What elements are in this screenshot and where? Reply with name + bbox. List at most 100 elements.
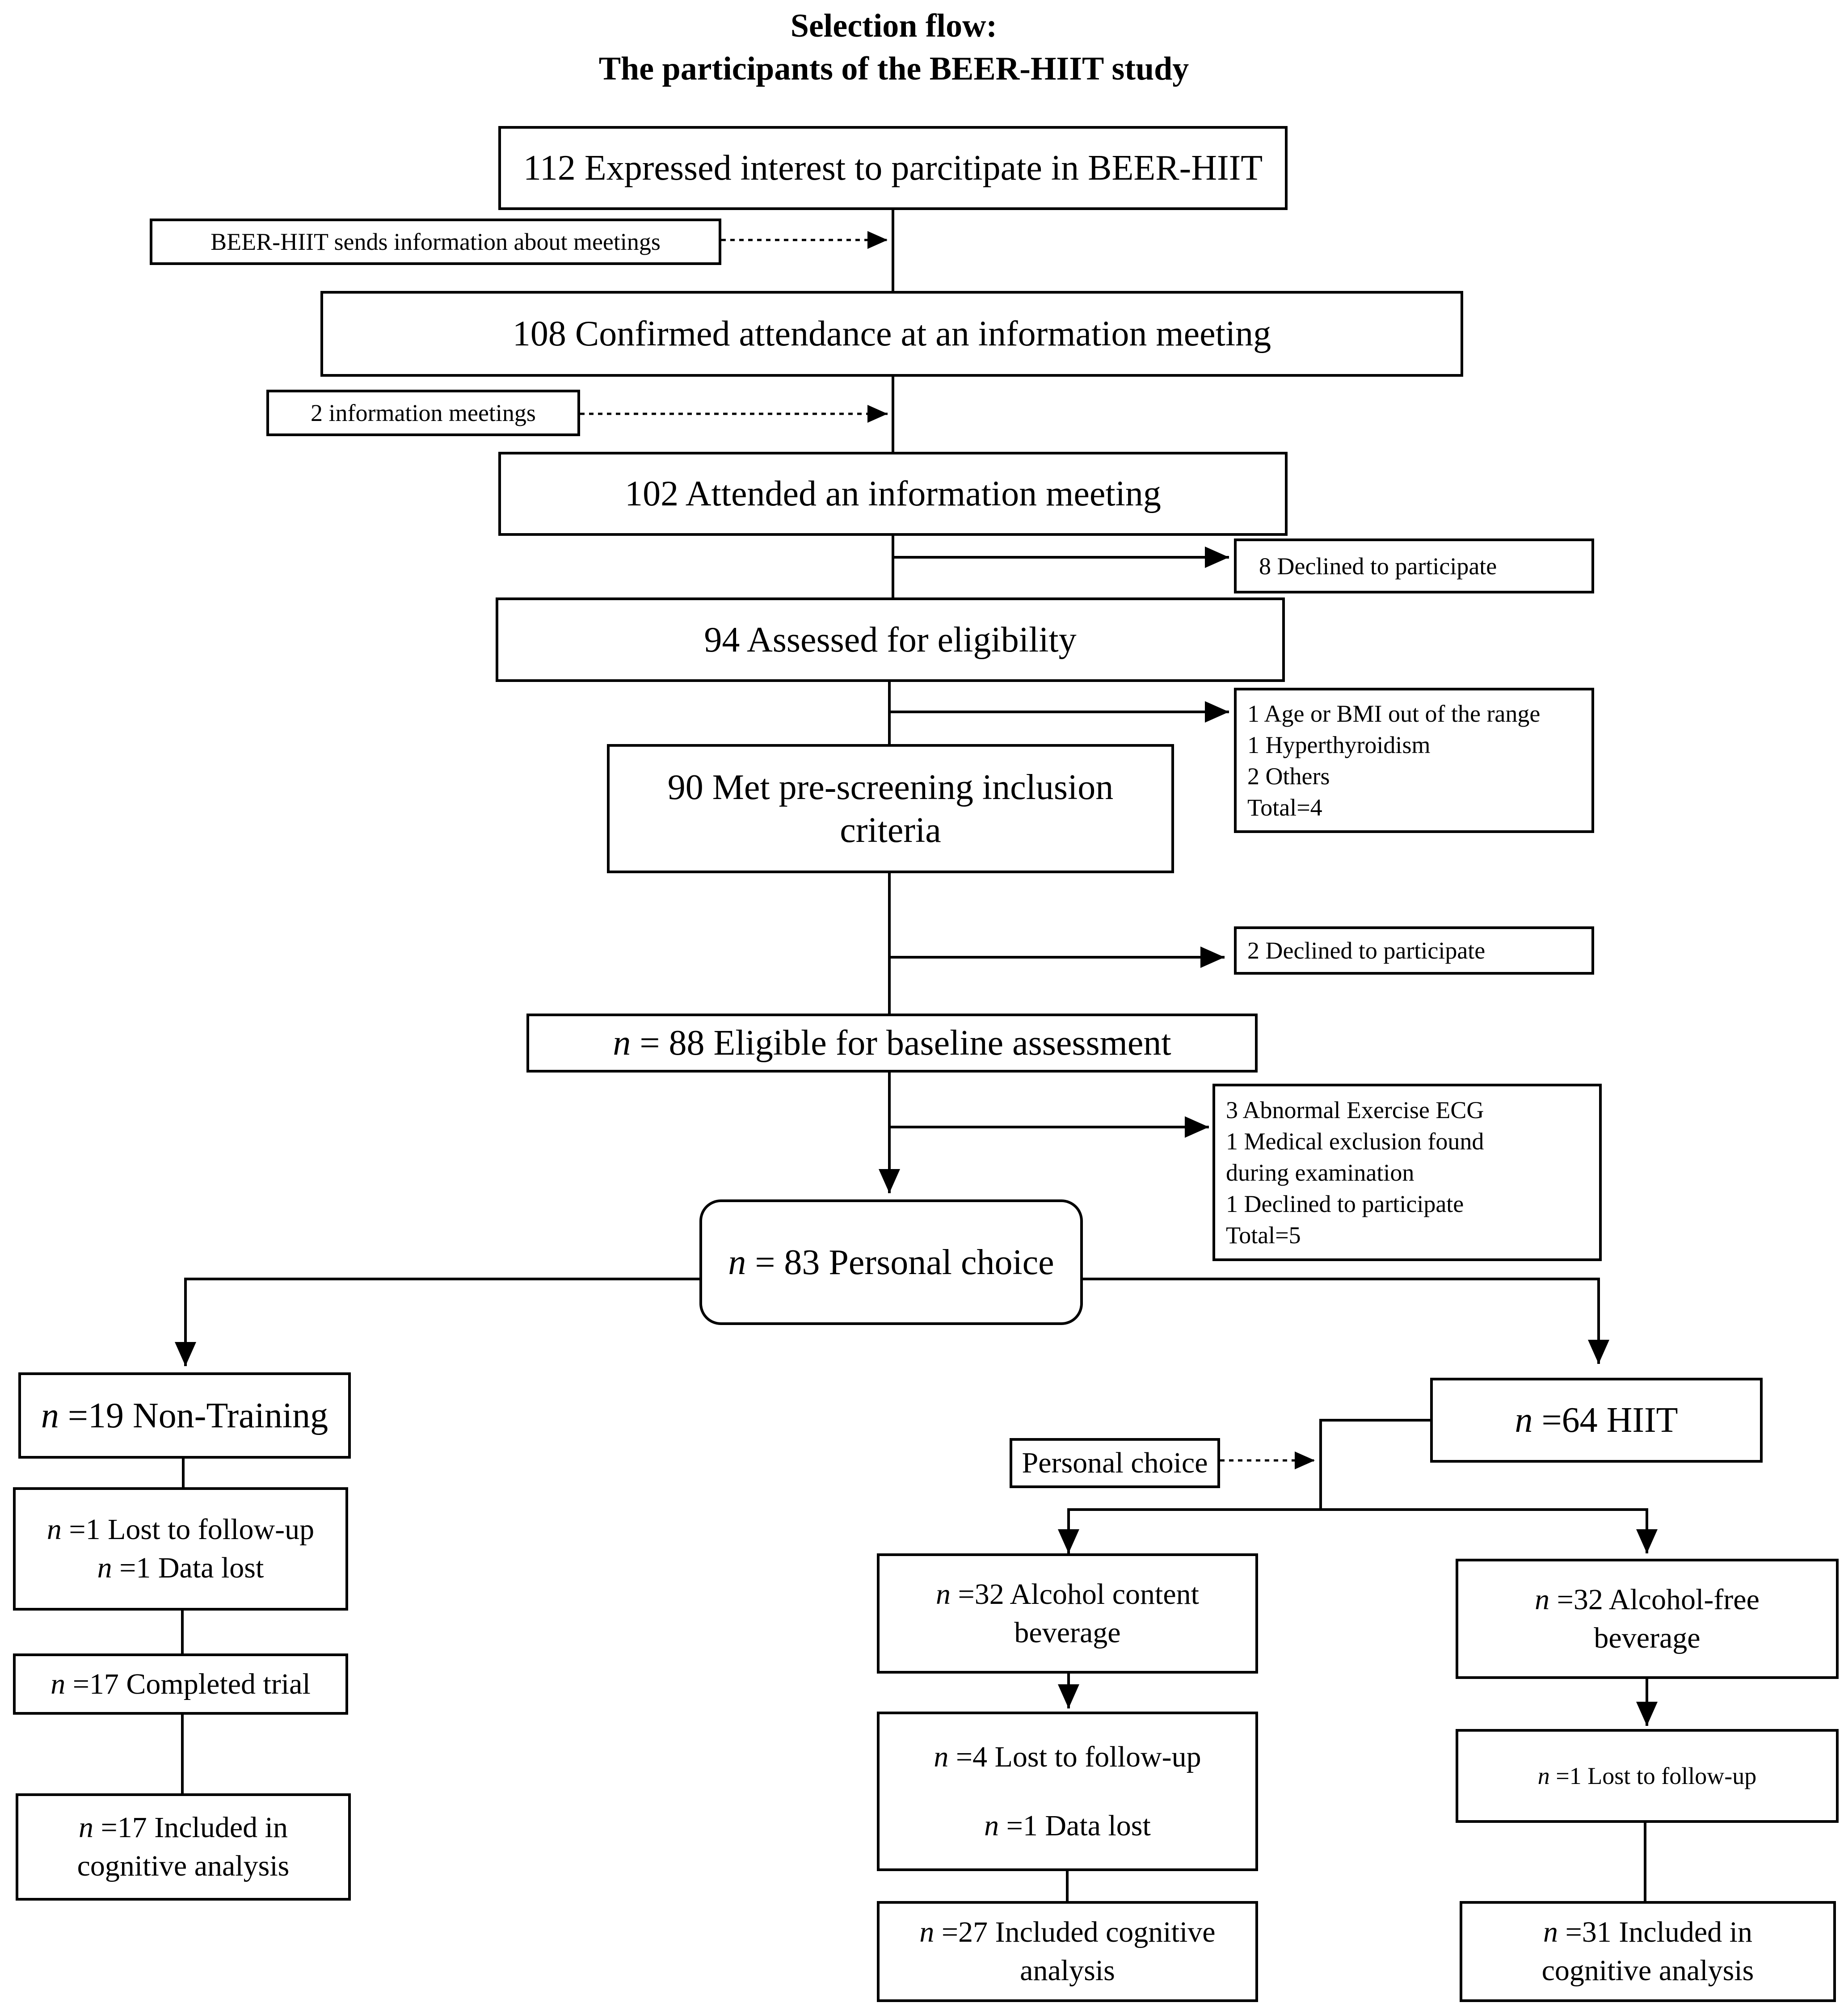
nt-included-label-1: =17 Included in bbox=[93, 1811, 288, 1844]
box-eligible-baseline-text: n = 88 Eligible for baseline assessment bbox=[613, 1022, 1171, 1064]
n-symbol: n bbox=[51, 1667, 66, 1700]
connector-split-bar-left bbox=[1058, 1508, 1321, 1553]
box-alcohol-free-lost: n =1 Lost to follow-up bbox=[1456, 1729, 1839, 1823]
alcohol-line-1: n =32 Alcohol content bbox=[936, 1575, 1199, 1614]
n-symbol: n bbox=[919, 1916, 935, 1948]
box-assessed-eligibility-text: 94 Assessed for eligibility bbox=[704, 620, 1077, 660]
alc-lost-label-1: =4 Lost to follow-up bbox=[948, 1740, 1201, 1773]
connector-hiit-split bbox=[1319, 1419, 1430, 1510]
connector-split-bar-right bbox=[1321, 1508, 1658, 1553]
box-personal-choice-small-text: Personal choice bbox=[1022, 1447, 1208, 1479]
excluded-4-line-4: Total=4 bbox=[1247, 794, 1322, 821]
box-alcohol-included: n =27 Included cognitive analysis bbox=[877, 1901, 1258, 2002]
box-declined-2: 2 Declined to participate bbox=[1234, 926, 1594, 975]
alc-included-line-1: n =27 Included cognitive bbox=[919, 1913, 1215, 1952]
n-symbol: n bbox=[984, 1809, 999, 1842]
box-met-criteria: 90 Met pre-screening inclusion criteria bbox=[607, 744, 1174, 873]
alcohol-free-label-1: =32 Alcohol-free bbox=[1549, 1583, 1760, 1616]
diagram-title-line1: Selection flow: bbox=[790, 8, 998, 44]
alc-lost-line-2: n =1 Data lost bbox=[984, 1807, 1151, 1845]
alcohol-line-2: beverage bbox=[1014, 1616, 1121, 1649]
box-assessed-eligibility: 94 Assessed for eligibility bbox=[496, 597, 1285, 682]
n-symbol: n bbox=[97, 1552, 112, 1584]
box-personal-choice-main-text: n = 83 Personal choice bbox=[728, 1241, 1054, 1284]
nt-completed-label: =17 Completed trial bbox=[65, 1667, 311, 1700]
box-confirmed-attendance: 108 Confirmed attendance at an informati… bbox=[320, 291, 1463, 377]
box-personal-choice-main: n = 83 Personal choice bbox=[699, 1199, 1083, 1325]
box-eligible-baseline: n = 88 Eligible for baseline assessment bbox=[526, 1014, 1258, 1073]
box-alcohol-content: n =32 Alcohol content beverage bbox=[877, 1553, 1258, 1674]
n-symbol: n bbox=[613, 1023, 631, 1063]
n-symbol: n bbox=[41, 1396, 59, 1435]
box-personal-choice-small: Personal choice bbox=[1010, 1438, 1220, 1488]
alc-included-line-2: analysis bbox=[1020, 1954, 1115, 1987]
n-symbol: n bbox=[1537, 1763, 1550, 1789]
alcohol-free-line-1: n =32 Alcohol-free bbox=[1535, 1581, 1760, 1619]
box-attended-meeting-text: 102 Attended an information meeting bbox=[625, 474, 1161, 513]
met-criteria-line-1: 90 Met pre-screening inclusion bbox=[667, 767, 1114, 807]
excluded-5-line-4: 1 Declined to participate bbox=[1226, 1190, 1464, 1217]
box-attended-meeting: 102 Attended an information meeting bbox=[498, 452, 1288, 536]
excluded-5-line-1: 3 Abnormal Exercise ECG bbox=[1226, 1096, 1484, 1123]
connector-to-hiit bbox=[1083, 1278, 1609, 1364]
alc-lost-label-2: =1 Data lost bbox=[999, 1809, 1151, 1842]
excluded-5-line-2: 1 Medical exclusion found bbox=[1226, 1127, 1484, 1155]
alc-lost-line-1: n =4 Lost to follow-up bbox=[934, 1738, 1201, 1776]
non-training-label: =19 Non-Training bbox=[59, 1396, 328, 1435]
box-nt-completed-text: n =17 Completed trial bbox=[51, 1665, 311, 1704]
excluded-5-line-5: Total=5 bbox=[1226, 1221, 1301, 1249]
n-symbol: n bbox=[728, 1242, 746, 1282]
box-declined-2-text: 2 Declined to participate bbox=[1247, 937, 1486, 964]
n-symbol: n bbox=[1515, 1401, 1533, 1440]
alcohol-label-1: =32 Alcohol content bbox=[951, 1578, 1199, 1611]
nt-lost-label-2: =1 Data lost bbox=[112, 1552, 264, 1584]
box-sends-information-text: BEER-HIIT sends information about meetin… bbox=[210, 228, 661, 255]
excluded-4-line-3: 2 Others bbox=[1247, 762, 1330, 790]
n-symbol: n bbox=[1535, 1583, 1550, 1616]
box-expressed-interest: 112 Expressed interest to parcitipate in… bbox=[498, 126, 1288, 210]
eligible-label: = 88 Eligible for baseline assessment bbox=[631, 1023, 1171, 1063]
connector-to-non-training bbox=[175, 1278, 699, 1366]
nt-lost-line-1: n =1 Lost to follow-up bbox=[47, 1510, 314, 1549]
nt-included-line-2: cognitive analysis bbox=[77, 1850, 290, 1882]
box-nt-included: n =17 Included in cognitive analysis bbox=[16, 1793, 351, 1901]
box-excluded-4: 1 Age or BMI out of the range 1 Hyperthy… bbox=[1234, 688, 1594, 833]
af-included-line-2: cognitive analysis bbox=[1541, 1954, 1754, 1987]
box-two-meetings: 2 information meetings bbox=[266, 390, 580, 436]
nt-lost-line-2: n =1 Data lost bbox=[97, 1549, 264, 1587]
personal-choice-label: = 83 Personal choice bbox=[746, 1242, 1054, 1282]
af-included-label-1: =31 Included in bbox=[1558, 1916, 1752, 1948]
alc-included-label-1: =27 Included cognitive bbox=[934, 1916, 1216, 1948]
n-symbol: n bbox=[46, 1513, 62, 1546]
excluded-5-line-3: during examination bbox=[1226, 1159, 1414, 1186]
nt-lost-label-1: =1 Lost to follow-up bbox=[61, 1513, 315, 1546]
af-lost-label: =1 Lost to follow-up bbox=[1549, 1763, 1757, 1789]
af-included-line-1: n =31 Included in bbox=[1543, 1913, 1752, 1952]
nt-included-line-1: n =17 Included in bbox=[79, 1809, 288, 1847]
box-excluded-5: 3 Abnormal Exercise ECG 1 Medical exclus… bbox=[1212, 1084, 1602, 1261]
n-symbol: n bbox=[1543, 1916, 1558, 1948]
box-hiit-text: n =64 HIIT bbox=[1515, 1399, 1678, 1442]
box-nt-lost: n =1 Lost to follow-up n =1 Data lost bbox=[13, 1487, 348, 1611]
excluded-4-line-2: 1 Hyperthyroidism bbox=[1247, 731, 1431, 758]
box-confirmed-attendance-text: 108 Confirmed attendance at an informati… bbox=[512, 314, 1271, 353]
hiit-label: =64 HIIT bbox=[1532, 1401, 1678, 1440]
met-criteria-line-2: criteria bbox=[840, 810, 941, 850]
box-nt-completed: n =17 Completed trial bbox=[13, 1653, 348, 1715]
diagram-title-line2: The participants of the BEER-HIIT study bbox=[598, 50, 1189, 87]
box-non-training: n =19 Non-Training bbox=[18, 1372, 351, 1459]
n-symbol: n bbox=[79, 1811, 94, 1844]
box-declined-8: 8 Declined to participate bbox=[1234, 538, 1594, 593]
box-alcohol-lost: n =4 Lost to follow-up n =1 Data lost bbox=[877, 1712, 1258, 1871]
box-alcohol-free: n =32 Alcohol-free beverage bbox=[1456, 1559, 1839, 1679]
n-symbol: n bbox=[936, 1578, 951, 1611]
box-sends-information: BEER-HIIT sends information about meetin… bbox=[150, 219, 721, 265]
box-declined-8-text: 8 Declined to participate bbox=[1259, 552, 1497, 580]
box-non-training-text: n =19 Non-Training bbox=[41, 1394, 328, 1437]
box-two-meetings-text: 2 information meetings bbox=[311, 400, 536, 426]
n-symbol: n bbox=[934, 1740, 949, 1773]
box-hiit: n =64 HIIT bbox=[1430, 1378, 1763, 1463]
box-alcohol-free-lost-text: n =1 Lost to follow-up bbox=[1538, 1760, 1756, 1792]
